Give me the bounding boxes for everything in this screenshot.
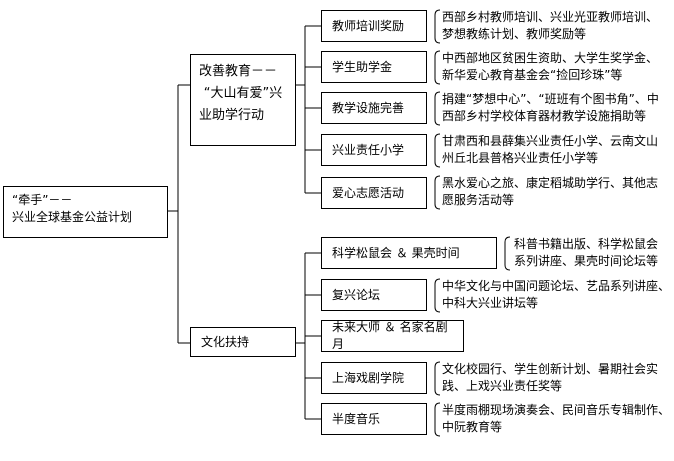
root-node: “牵手”－－ 兴业全球基金公益计划	[3, 186, 168, 238]
node-facilities: 教学设施完善	[321, 92, 427, 124]
node-volunteer: 爱心志愿活动	[321, 177, 427, 209]
branch-education: 改善教育－－ “大山有爱”兴 业助学行动	[190, 54, 296, 146]
desc-science-squirrel: 科普书籍出版、科学松鼠会系列讲座、果壳时间论坛等	[514, 237, 659, 268]
node-fuxing-forum: 复兴论坛	[321, 279, 427, 311]
branch-line: 改善教育－－	[199, 64, 278, 79]
branch-line: 文化扶持	[201, 334, 250, 349]
root-title-line1: “牵手”－－	[12, 193, 73, 207]
desc-shanghai-theatre: 文化校园行、学生创新计划、暑期社会实践、上戏兴业责任奖等	[442, 362, 659, 393]
desc-student-aid: 中西部地区贫困生资助、大学生奖学金、新华爱心教育基金会“捡回珍珠”等	[442, 51, 659, 82]
desc-fuxing-forum: 中华文化与中国问题论坛、艺品系列讲座、中科大兴业讲坛等	[442, 279, 671, 310]
root-title-line2: 兴业全球基金公益计划	[12, 210, 133, 224]
branch-line: 业助学行动	[199, 108, 265, 123]
branch-culture: 文化扶持	[190, 327, 296, 357]
node-future-master: 未来大师 ＆ 名家名剧月	[321, 320, 464, 352]
node-halfdegree-music: 半度音乐	[321, 403, 427, 435]
node-responsibility-school: 兴业责任小学	[321, 134, 427, 166]
node-shanghai-theatre: 上海戏剧学院	[321, 362, 427, 394]
desc-halfdegree-music: 半度雨棚现场演奏会、民间音乐专辑制作、中阮教育等	[442, 403, 671, 434]
desc-teacher-training: 西部乡村教师培训、兴业光亚教师培训、梦想教练计划、教师奖励等	[442, 10, 659, 41]
node-science-squirrel: 科学松鼠会 ＆ 果壳时间	[321, 237, 497, 269]
desc-responsibility-school: 甘肃西和县薛集兴业责任小学、云南文山州丘北县普格兴业责任小学等	[442, 134, 659, 165]
node-student-aid: 学生助学金	[321, 51, 427, 83]
node-teacher-training: 教师培训奖励	[321, 10, 427, 42]
desc-facilities: 捐建“梦想中心”、“班班有个图书角”、中西部乡村学校体育器材教学设施捐助等	[442, 92, 659, 123]
branch-line: “大山有爱”兴	[203, 86, 283, 101]
desc-volunteer: 黑水爱心之旅、康定稻城助学行、其他志愿服务活动等	[442, 176, 659, 207]
